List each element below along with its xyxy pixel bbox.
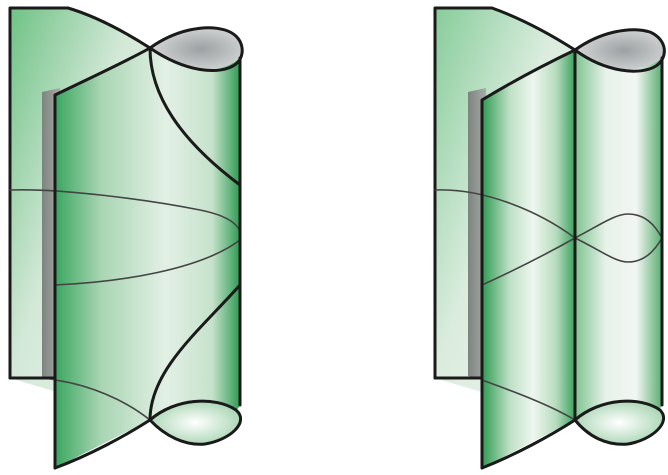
right-diagram	[435, 8, 664, 468]
right-front-sheet	[482, 50, 575, 468]
right-cylinder-body	[575, 50, 662, 427]
left-diagram	[10, 8, 242, 468]
